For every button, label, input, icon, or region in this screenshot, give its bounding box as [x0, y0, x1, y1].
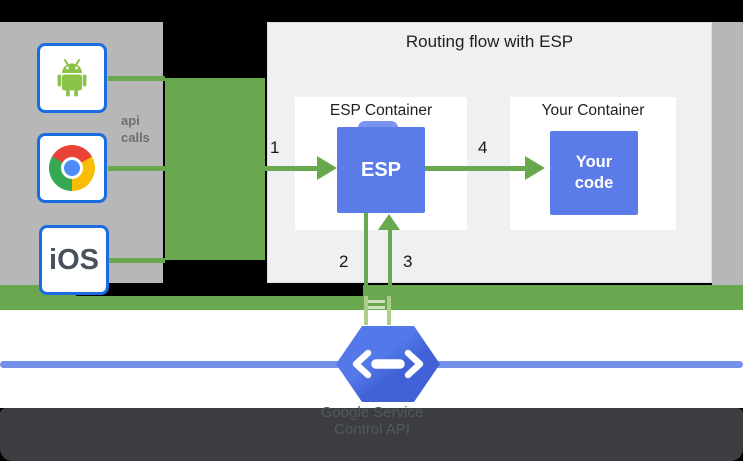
step-1-label: 1 [270, 138, 280, 157]
right-gray-strip [712, 22, 743, 285]
arrow-1-head [317, 156, 337, 180]
chrome-browser-icon [49, 145, 95, 191]
your-container-title: Your Container [541, 102, 645, 119]
ios-connector-line [108, 258, 165, 263]
ios-client-box: iOS [39, 225, 109, 295]
step-2-label: 2 [339, 252, 349, 271]
faded-line-3 [387, 296, 391, 325]
api-calls-label: api calls [121, 112, 164, 156]
service-control-label: Google Service Control API [252, 404, 492, 438]
ios-label: iOS [49, 243, 99, 276]
step-3-label: 3 [403, 252, 413, 271]
service-label-line1: Google Service [320, 404, 424, 421]
cloud-endpoints-hexagon-icon [336, 326, 440, 407]
faded-dash [368, 306, 385, 309]
api-calls-line2: calls [121, 130, 150, 145]
api-calls-line1: api [121, 113, 140, 128]
step-4-label: 4 [478, 138, 488, 157]
esp-container-title: ESP Container [329, 102, 433, 119]
green-flow-column [165, 78, 265, 260]
esp-box: ESP [337, 127, 425, 213]
arrow-3-head [378, 214, 400, 230]
your-code-line2: code [574, 174, 614, 192]
arrow-4-head [525, 156, 545, 180]
arrow-4-shaft [425, 166, 527, 171]
bus-bar-notch [76, 283, 363, 296]
chrome-icon-hub [64, 160, 80, 176]
arrow-3-line [388, 229, 392, 296]
arrow-2-line [364, 213, 368, 297]
your-code-line1: Your [575, 153, 613, 171]
android-connector-line [108, 76, 165, 81]
panel-title: Routing flow with ESP [405, 32, 574, 51]
faded-dash [368, 300, 385, 303]
your-code-box: Your code [550, 131, 638, 215]
faded-line-2 [364, 296, 368, 325]
arrow-1-shaft [265, 166, 319, 171]
chrome-connector-line [108, 166, 165, 171]
chrome-client-box [37, 133, 107, 203]
android-robot-icon [48, 52, 96, 105]
footer-bar [0, 408, 743, 461]
service-label-line2: Control API [334, 421, 410, 438]
android-client-box [37, 43, 107, 113]
